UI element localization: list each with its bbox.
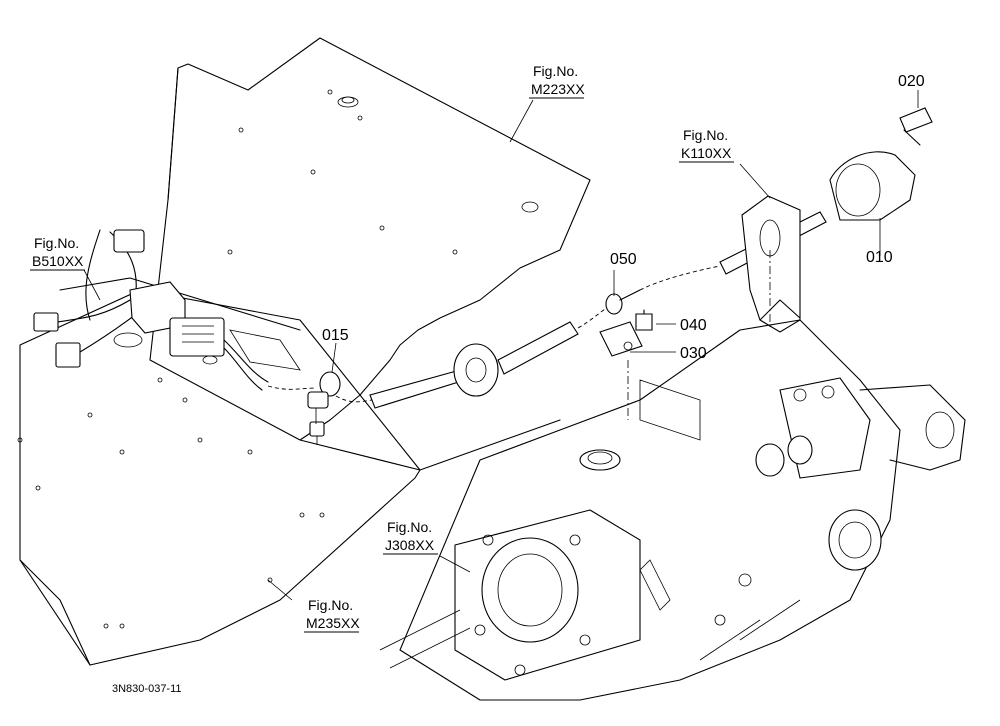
fig-ref-k110-line1: Fig.No. bbox=[683, 127, 728, 143]
clamp-015 bbox=[307, 371, 341, 445]
fig-ref-j308-line1: Fig.No. bbox=[387, 519, 432, 535]
part-label-040: 040 bbox=[680, 317, 707, 334]
part-label-020: 020 bbox=[898, 73, 925, 90]
fig-ref-j308-line2: J308XX bbox=[385, 537, 435, 553]
upper-floor-panel bbox=[149, 37, 591, 471]
fig-ref-j308: Fig.No. J308XX bbox=[383, 519, 438, 555]
grommet-and-cable bbox=[335, 303, 613, 409]
fig-ref-m235-line1: Fig.No. bbox=[308, 597, 353, 613]
drawing-code: 3N830-037-11 bbox=[112, 683, 182, 695]
fig-ref-b510-line1: Fig.No. bbox=[34, 235, 79, 251]
fig-ref-m223-line2: M223XX bbox=[531, 81, 585, 97]
fig-ref-m235: Fig.No. M235XX bbox=[304, 597, 360, 633]
part-label-050: 050 bbox=[610, 251, 637, 268]
fig-ref-m223: Fig.No. M223XX bbox=[529, 63, 585, 99]
part-label-030: 030 bbox=[680, 345, 707, 362]
part-label-015: 015 bbox=[322, 327, 349, 344]
fig-ref-m235-line2: M235XX bbox=[306, 615, 360, 631]
sensor-assembly bbox=[719, 107, 933, 333]
fig-ref-m223-line1: Fig.No. bbox=[533, 63, 578, 79]
transmission-housing bbox=[379, 299, 966, 701]
fig-ref-b510: Fig.No. B510XX bbox=[30, 235, 85, 271]
fig-ref-k110-line2: K110XX bbox=[681, 145, 732, 161]
fig-ref-k110: Fig.No. K110XX bbox=[679, 127, 734, 163]
leader-lines bbox=[83, 90, 919, 601]
bracket-parts bbox=[599, 265, 721, 357]
wire-harness bbox=[33, 229, 317, 391]
fig-ref-b510-line2: B510XX bbox=[32, 253, 84, 269]
part-label-010: 010 bbox=[866, 249, 893, 266]
